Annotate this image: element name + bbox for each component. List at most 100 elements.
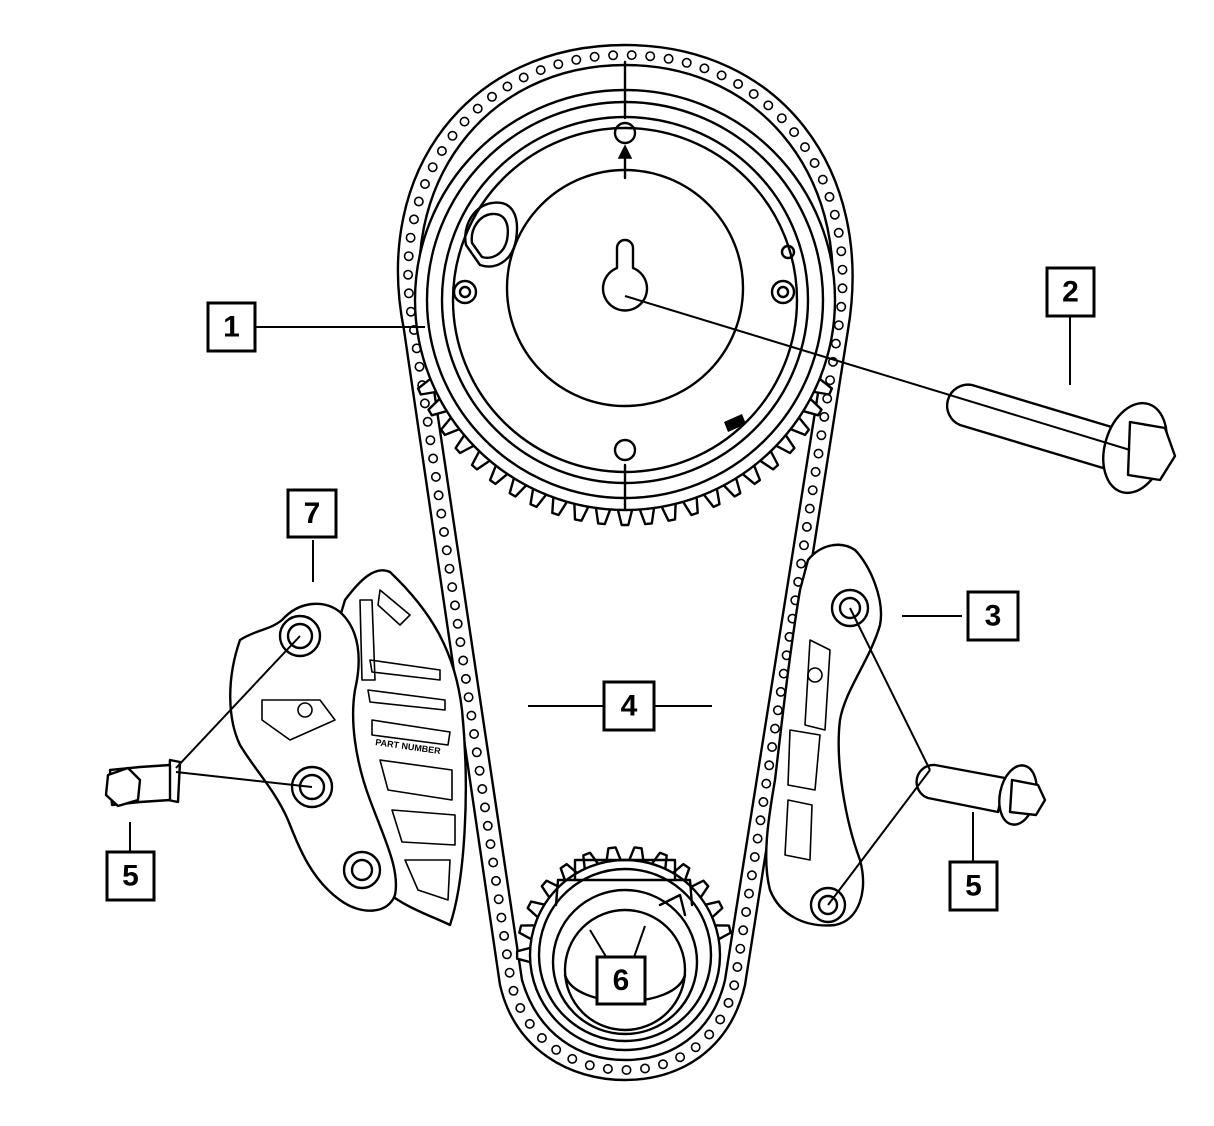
chain-link — [403, 269, 414, 280]
chain-link — [836, 301, 847, 312]
chain-link — [413, 196, 424, 207]
chain-link — [645, 51, 656, 62]
chain-link — [723, 997, 734, 1008]
chain-link — [749, 851, 760, 862]
callout-3: 3 — [966, 590, 1020, 642]
chain-link — [589, 51, 600, 62]
chain-link — [502, 81, 513, 92]
chain-link — [405, 306, 416, 317]
chain-link — [816, 430, 827, 441]
chain-link — [524, 1018, 535, 1029]
chain-link — [690, 1042, 701, 1053]
cam-bolt — [945, 383, 1177, 495]
chain-link — [836, 246, 847, 257]
chain-link — [746, 870, 757, 881]
callout-6: 6 — [595, 955, 647, 1006]
chain-link — [817, 174, 828, 185]
chain-link — [824, 191, 835, 202]
chain-link — [485, 839, 496, 850]
chain-link — [735, 943, 746, 954]
chain-link — [463, 692, 474, 703]
chain-link — [729, 980, 740, 991]
callout-1-label: 1 — [223, 311, 240, 344]
chain-link — [455, 637, 466, 648]
chain-link — [472, 103, 483, 114]
chain-link — [763, 100, 774, 111]
chain-link — [825, 375, 836, 386]
chain-link — [444, 563, 455, 574]
chain-link — [474, 765, 485, 776]
callout-7-label: 7 — [304, 497, 321, 530]
chain-link — [809, 158, 820, 169]
callout-4: 4 — [602, 680, 656, 732]
chain-link — [704, 1029, 715, 1040]
chain-link — [427, 162, 438, 173]
chain-link — [471, 747, 482, 758]
callout-5-left-label: 5 — [122, 860, 139, 893]
chain-link — [501, 949, 512, 960]
callout-2-label: 2 — [1062, 276, 1079, 309]
chain-link — [479, 802, 490, 813]
chain-link — [499, 930, 510, 941]
chain-link — [408, 214, 419, 225]
chain-link — [419, 179, 430, 190]
callout-5-right-label: 5 — [965, 870, 982, 903]
chain-link — [796, 558, 807, 569]
chain-link — [758, 796, 769, 807]
chain-link — [422, 416, 433, 427]
chain-link — [813, 448, 824, 459]
chain-link — [608, 50, 619, 61]
chain-link — [752, 833, 763, 844]
chain-link — [419, 398, 430, 409]
chain-link — [801, 521, 812, 532]
chain-link — [466, 710, 477, 721]
chain-link — [830, 338, 841, 349]
chain-link — [743, 888, 754, 899]
chain-guide — [765, 543, 883, 927]
crank-sprocket — [515, 846, 732, 1052]
chain-link — [553, 59, 564, 70]
callout-4-label: 4 — [621, 690, 638, 723]
chain-link — [741, 906, 752, 917]
chain-link — [833, 227, 844, 238]
chain-link — [761, 778, 772, 789]
chain-link — [508, 985, 519, 996]
chain-link — [449, 600, 460, 611]
chain-link — [482, 820, 493, 831]
chain-link — [436, 508, 447, 519]
chain-link — [699, 63, 710, 74]
chain-link — [833, 320, 844, 331]
callout-2: 2 — [1045, 266, 1096, 318]
chain-link — [675, 1052, 686, 1063]
chain-link — [715, 1014, 726, 1025]
chain-link — [452, 618, 463, 629]
chain-link — [789, 127, 800, 138]
chain-link — [626, 50, 637, 61]
chain-link — [504, 967, 515, 978]
chain-link — [430, 471, 441, 482]
chain-link — [425, 435, 436, 446]
chain-link — [551, 1044, 562, 1055]
chain-link — [436, 146, 447, 157]
chain-link — [681, 57, 692, 68]
chain-link — [775, 686, 786, 697]
callout-6-label: 6 — [613, 964, 630, 997]
chain-link — [822, 393, 833, 404]
chain-link — [804, 503, 815, 514]
chain-link — [438, 526, 449, 537]
guide-bolt — [915, 763, 1047, 826]
chain-link — [428, 453, 439, 464]
chain-link — [810, 466, 821, 477]
chain-link — [767, 741, 778, 752]
callout-5-right: 5 — [948, 860, 999, 912]
chain-link — [535, 65, 546, 76]
chain-link — [458, 655, 469, 666]
chain-link — [441, 545, 452, 556]
chain-link — [460, 673, 471, 684]
callout-3-label: 3 — [985, 600, 1002, 633]
chain-link — [716, 70, 727, 81]
callout-1: 1 — [206, 301, 257, 353]
chain-link — [621, 1065, 632, 1076]
chain-link — [819, 411, 830, 422]
chain-link — [733, 79, 744, 90]
